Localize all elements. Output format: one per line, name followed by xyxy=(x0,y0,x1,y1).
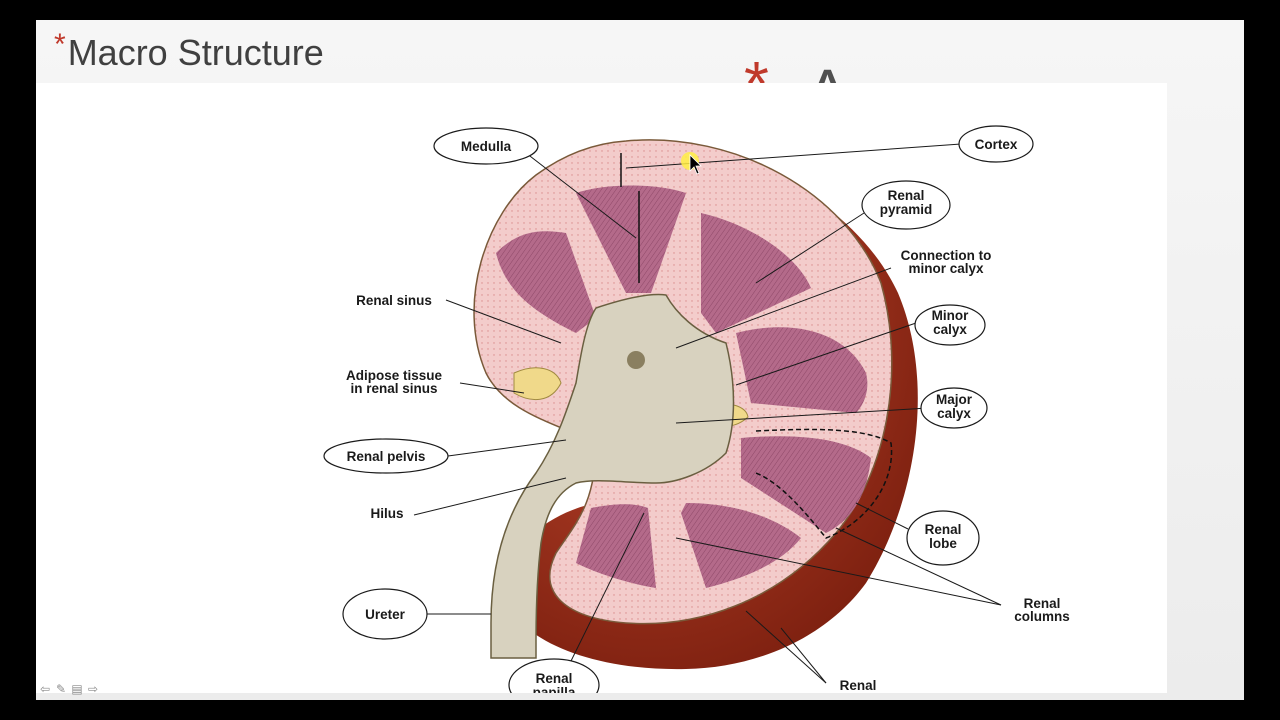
leader-renal-sinus xyxy=(445,299,562,344)
leader-minor-calyx xyxy=(735,322,917,386)
leader-renal-lobe xyxy=(855,502,909,530)
renal-pyramid-shape xyxy=(496,231,596,333)
oval-medulla xyxy=(433,127,539,165)
oval-major-calyx xyxy=(920,387,988,429)
label-cortex: Cortex xyxy=(975,137,1018,152)
label-renal-papilla-line1: Renal xyxy=(536,671,573,686)
label-adipose-line1: Adipose tissue xyxy=(346,368,443,383)
label-renal-lobe-line2: lobe xyxy=(929,536,957,551)
leader-renal-columns-a xyxy=(675,537,1002,606)
leader-hilus xyxy=(413,477,567,516)
label-renal-sinus: Renal sinus xyxy=(356,293,432,308)
leader-renal-pelvis xyxy=(447,439,567,457)
renal-pyramid-shape xyxy=(741,436,871,533)
label-major-calyx-line1: Major xyxy=(936,392,973,407)
label-renal-capsule-line1: Renal xyxy=(840,678,877,693)
leader-renal-columns-b xyxy=(835,527,1002,606)
oval-minor-calyx xyxy=(914,304,986,346)
slide-menu-icon[interactable]: ▤ xyxy=(71,682,83,696)
oval-renal-lobe xyxy=(906,510,980,566)
label-minor-calyx-line2: calyx xyxy=(933,322,967,337)
next-slide-arrow-icon[interactable]: ⇨ xyxy=(87,682,99,696)
oval-renal-pyramid xyxy=(861,180,951,230)
leader-major-calyx xyxy=(675,407,929,424)
pen-icon[interactable]: ✎ xyxy=(55,682,67,696)
leader-adipose xyxy=(459,382,525,394)
slideshow-controls: ⇦ ✎ ▤ ⇨ xyxy=(38,682,100,696)
leader-renal-capsule-a xyxy=(745,610,827,684)
label-minor-calyx-line1: Minor xyxy=(932,308,969,323)
label-renal-columns-line1: Renal xyxy=(1024,596,1061,611)
mouse-cursor-icon xyxy=(689,154,702,175)
renal-pyramid-shape xyxy=(576,504,656,588)
label-connection-line1: Connection to xyxy=(901,248,992,263)
slide-title: *Macro Structure xyxy=(54,28,324,74)
oval-renal-papilla xyxy=(508,658,600,693)
renal-pelvis-shape xyxy=(490,293,735,659)
slide-title-text: Macro Structure xyxy=(67,32,324,73)
label-major-calyx-line2: calyx xyxy=(937,406,971,421)
previous-slide-arrow-icon[interactable]: ⇦ xyxy=(39,682,51,696)
label-renal-pelvis: Renal pelvis xyxy=(347,449,426,464)
label-connection-line2: minor calyx xyxy=(908,261,984,276)
label-adipose-line2: in renal sinus xyxy=(350,381,437,396)
renal-pyramid-shape xyxy=(736,327,868,413)
label-renal-columns-line2: columns xyxy=(1014,609,1070,624)
title-bullet: * xyxy=(54,28,66,61)
adipose-tissue-shape xyxy=(513,367,562,401)
renal-pyramid-shape xyxy=(701,213,811,333)
leader-connection xyxy=(675,267,892,349)
kidney-diagram-panel: Medulla Cortex Renal pyramid Connection … xyxy=(36,83,1167,693)
label-renal-papilla-line2: papilla xyxy=(533,685,576,693)
kidney-diagram: Medulla Cortex Renal pyramid Connection … xyxy=(323,125,1070,693)
label-renal-pyramid-line1: Renal xyxy=(888,188,925,203)
renal-pyramid-shape xyxy=(681,503,801,588)
leader-renal-papilla xyxy=(570,512,645,662)
oval-renal-pelvis xyxy=(323,438,449,474)
label-renal-lobe-line1: Renal xyxy=(925,522,962,537)
leader-medulla xyxy=(525,152,637,239)
oval-cortex xyxy=(958,125,1034,163)
label-hilus: Hilus xyxy=(370,506,403,521)
label-medulla: Medulla xyxy=(461,139,512,154)
oval-ureter xyxy=(342,588,428,640)
label-renal-capsule-line2: capsule xyxy=(833,691,884,693)
calyx-opening xyxy=(627,351,645,369)
label-ureter: Ureter xyxy=(365,607,406,622)
label-renal-pyramid-line2: pyramid xyxy=(880,202,933,217)
presentation-slide: * A *Macro Structure xyxy=(36,20,1244,700)
leader-renal-capsule-b xyxy=(780,627,827,684)
leader-renal-pyramid xyxy=(755,212,865,284)
renal-lobe-outline xyxy=(755,428,893,539)
